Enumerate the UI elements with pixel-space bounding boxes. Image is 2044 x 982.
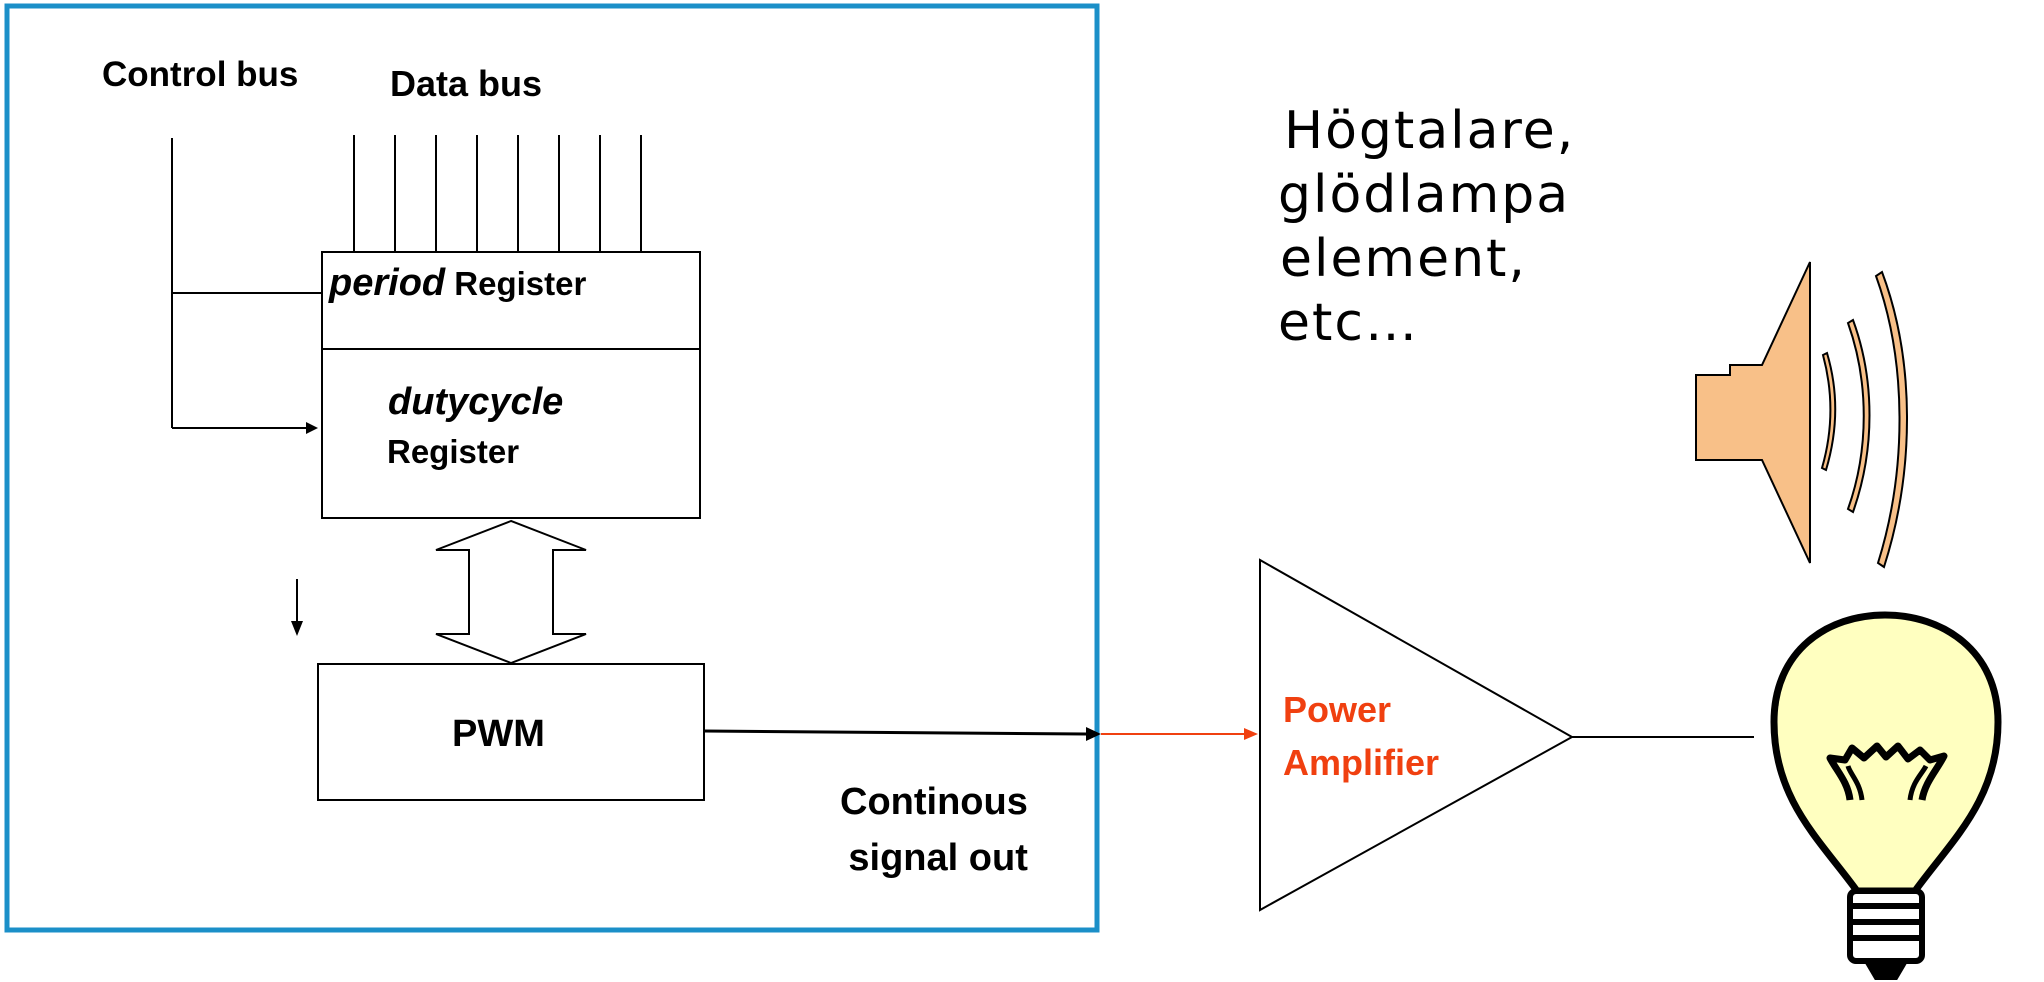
devices-note-line1: Högtalare,	[1284, 101, 1576, 161]
control-bus-lines	[171, 138, 334, 434]
continous-signal-label: Continous signal out	[840, 774, 1028, 886]
amplifier-line2: Amplifier	[1283, 742, 1440, 783]
small-down-arrow	[291, 579, 303, 636]
light-bulb-icon	[1770, 611, 2002, 980]
pwm-label: PWM	[452, 713, 545, 755]
continous-line1: Continous	[840, 781, 1028, 823]
amplifier-line1: Power	[1283, 689, 1392, 730]
period-word: period	[329, 262, 446, 304]
dutycycle-register-label: Register	[387, 433, 520, 470]
dutycycle-label: dutycycle	[388, 381, 564, 423]
power-amplifier-triangle	[1259, 558, 1575, 912]
data-bus-label: Data bus	[390, 63, 543, 104]
microcontroller-frame	[4, 3, 1100, 933]
devices-note: Högtalare, glödlampa element, etc…	[1278, 99, 1575, 355]
pwm-output-line	[703, 729, 1087, 736]
speaker-icon	[1695, 261, 1908, 569]
period-register-word: Register	[454, 265, 587, 302]
register-block	[321, 251, 701, 519]
pwm-block	[317, 663, 705, 801]
continous-line2: signal out	[848, 837, 1028, 879]
period-register-label: period Register	[329, 261, 586, 307]
devices-note-line4: etc…	[1278, 293, 1419, 353]
power-amplifier-label: Power Amplifier	[1283, 683, 1439, 789]
control-bus-label: Control bus	[102, 55, 299, 94]
data-bus-lines	[353, 135, 642, 252]
devices-note-line2: glödlampa	[1278, 165, 1571, 225]
devices-note-line3: element,	[1280, 229, 1527, 289]
double-arrow	[435, 519, 587, 665]
